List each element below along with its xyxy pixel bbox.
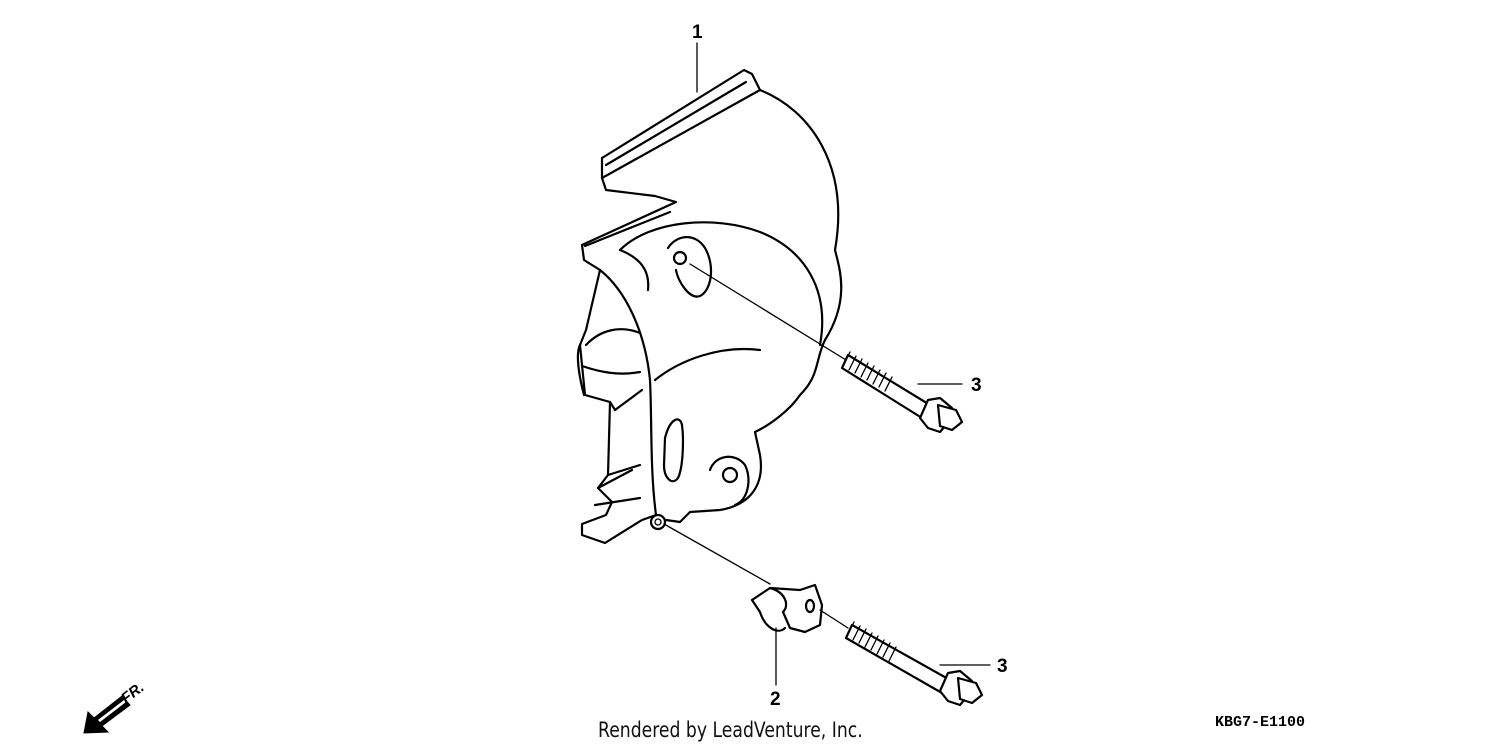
- leader-line-upper-bolt: [689, 263, 847, 361]
- front-arrow-icon: FR.: [83, 679, 148, 734]
- clamp-part[interactable]: [750, 583, 824, 634]
- callout-3-upper: 3: [971, 375, 982, 396]
- callout-2: 2: [770, 689, 781, 710]
- diagram-code: KBG7-E1100: [1215, 714, 1306, 731]
- bolt-upper-part[interactable]: [840, 351, 964, 434]
- callout-1: 1: [692, 22, 703, 43]
- leader-line-lower-bolt: [819, 609, 849, 629]
- sprocket-cover-part[interactable]: [576, 68, 843, 545]
- leader-line-clamp: [663, 523, 771, 585]
- render-credit: Rendered by LeadVenture, Inc.: [598, 718, 863, 742]
- callout-3-lower: 3: [997, 656, 1008, 677]
- bolt-lower-part[interactable]: [844, 621, 984, 707]
